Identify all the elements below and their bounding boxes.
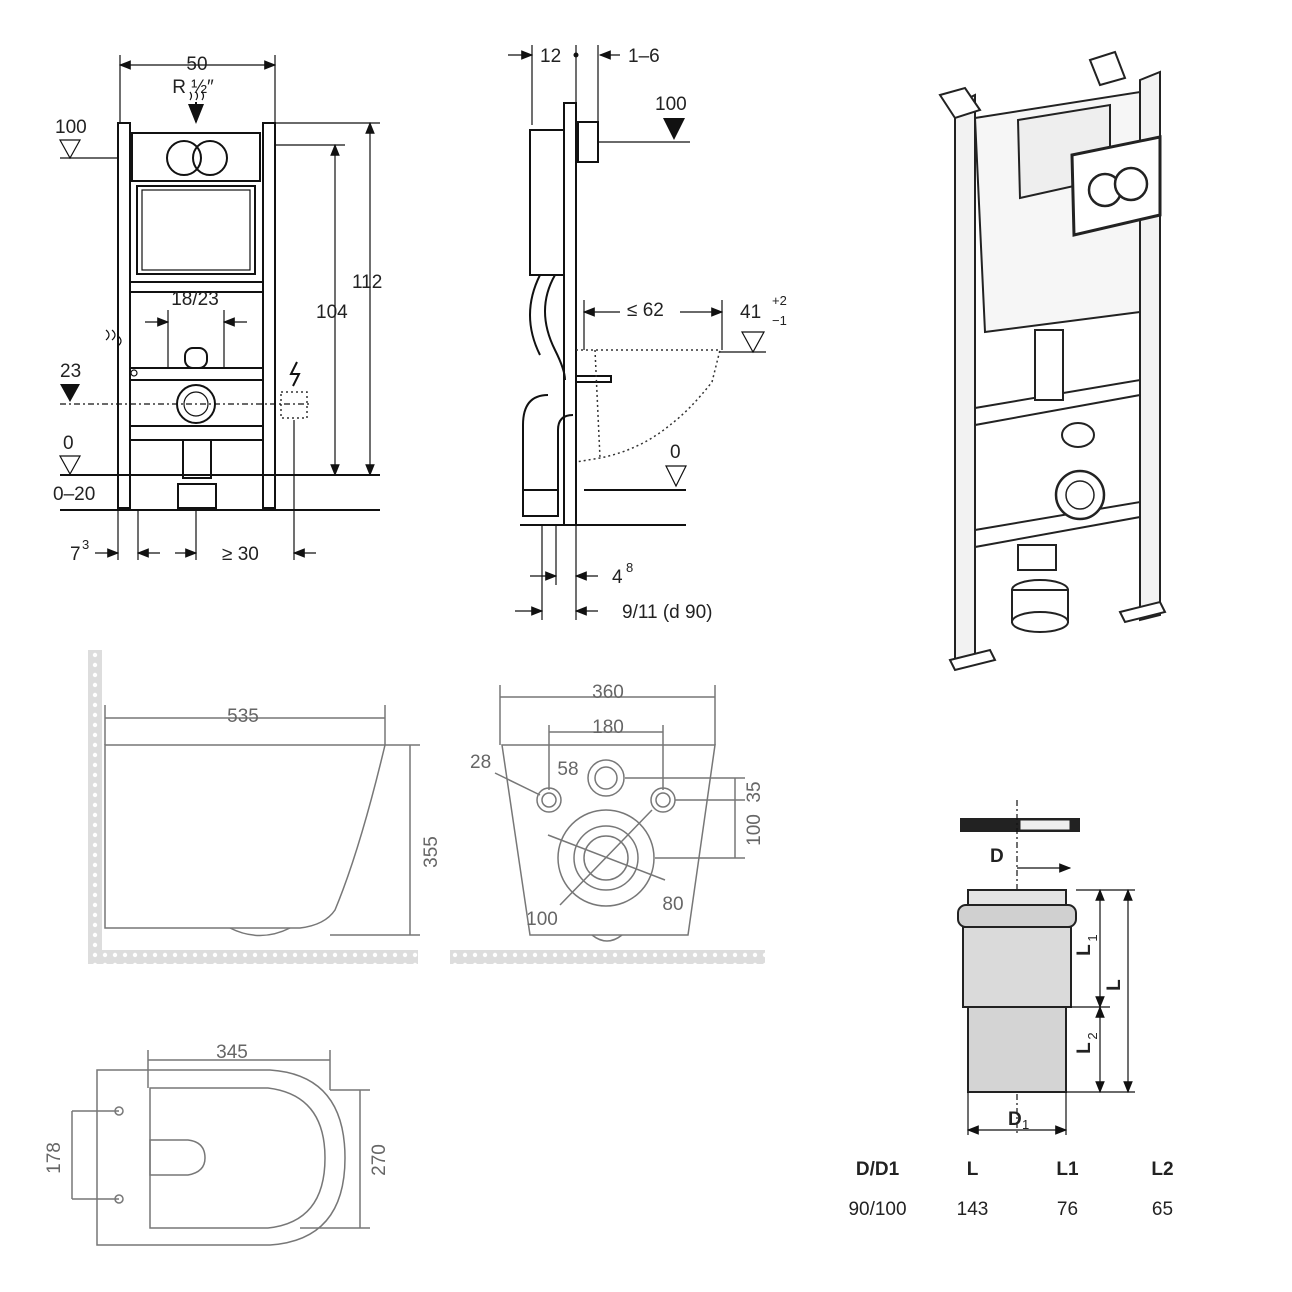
table-header: L2 <box>1151 1159 1174 1180</box>
height-112-label: 112 <box>352 272 382 293</box>
height-41-label: 41 <box>740 302 761 323</box>
side-level-100-label: 100 <box>655 94 687 115</box>
frame-3d-illustration <box>938 50 1167 672</box>
connector-d1-label: D <box>1008 1109 1022 1130</box>
inlet-diam-label: 58 <box>557 759 578 780</box>
connector-l2-label: L <box>1074 1042 1095 1054</box>
height-41-minus: −1 <box>772 313 787 328</box>
width-50-label: 50 <box>186 54 207 75</box>
connector-l-label: L <box>1104 979 1125 991</box>
dim-1-6-label: 1–6 <box>628 46 660 67</box>
bowl-length-label: 535 <box>227 706 259 727</box>
frame-side-view: 12 1–6 100 ≤ 62 41 +2 −1 <box>508 45 787 623</box>
level-23-label: 23 <box>60 361 81 382</box>
offset-7-label: 7 <box>70 544 81 565</box>
table-cell: 90/100 <box>848 1199 907 1220</box>
dim-4-label: 4 <box>612 567 623 588</box>
dim-12-label: 12 <box>540 46 561 67</box>
table-row: 90/100 143 76 65 <box>830 1190 1230 1230</box>
connector-dimension-table: D/D1 L L1 L2 90/100 143 76 65 <box>830 1150 1230 1230</box>
height-41-plus: +2 <box>772 293 787 308</box>
height-104-label: 104 <box>316 302 348 323</box>
top-length-label: 345 <box>216 1042 248 1063</box>
table-header: L1 <box>1056 1159 1079 1180</box>
range-label: 0–20 <box>53 484 95 505</box>
connection-label: R ½″ <box>172 77 214 98</box>
level-100-label: 100 <box>55 117 87 138</box>
bolt-spacing-label: 180 <box>592 717 624 738</box>
connector-l1-label: L <box>1074 944 1095 956</box>
table-header-row: D/D1 L L1 L2 <box>830 1150 1230 1190</box>
bowl-side-view: 535 355 <box>88 650 442 964</box>
drop-label: 100 <box>744 814 765 846</box>
table-cell: 76 <box>1056 1199 1079 1220</box>
bowl-top-view: 345 178 270 <box>44 1042 390 1246</box>
max-62-label: ≤ 62 <box>627 300 664 321</box>
bolt-diam-label: 28 <box>470 752 491 773</box>
connector-d-label: D <box>990 846 1004 867</box>
outlet-outer-label: 100 <box>526 909 558 930</box>
connector-l1-sub: 1 <box>1085 934 1100 941</box>
bowl-back-view: 360 180 28 58 35 100 100 80 <box>450 682 765 964</box>
table-header: L <box>966 1159 979 1180</box>
side-level-0-label: 0 <box>670 442 681 463</box>
outlet-inner-label: 80 <box>662 894 683 915</box>
spacing-label: 18/23 <box>171 289 219 310</box>
connector-pipe-drawing: D L 1 L 2 L D 1 <box>957 800 1135 1135</box>
dim-4-sup: 8 <box>626 560 633 575</box>
min-30-label: ≥ 30 <box>222 544 259 565</box>
bowl-height-label: 355 <box>421 836 442 868</box>
inlet-height-label: 35 <box>744 781 765 802</box>
table-cell: 65 <box>1151 1199 1174 1220</box>
offset-7-sup: 3 <box>82 537 89 552</box>
level-0-label: 0 <box>63 433 74 454</box>
table-header: D/D1 <box>855 1159 900 1180</box>
connector-d1-sub: 1 <box>1022 1117 1029 1132</box>
top-bolt-spacing-label: 178 <box>44 1142 65 1174</box>
back-width-label: 360 <box>592 682 624 703</box>
pipe-label: 9/11 (d 90) <box>622 602 712 623</box>
top-width-label: 270 <box>369 1144 390 1176</box>
frame-front-view: 50 R ½″ 18/23 1 <box>53 54 382 565</box>
table-cell: 143 <box>956 1199 989 1220</box>
connector-l2-sub: 2 <box>1085 1032 1100 1039</box>
